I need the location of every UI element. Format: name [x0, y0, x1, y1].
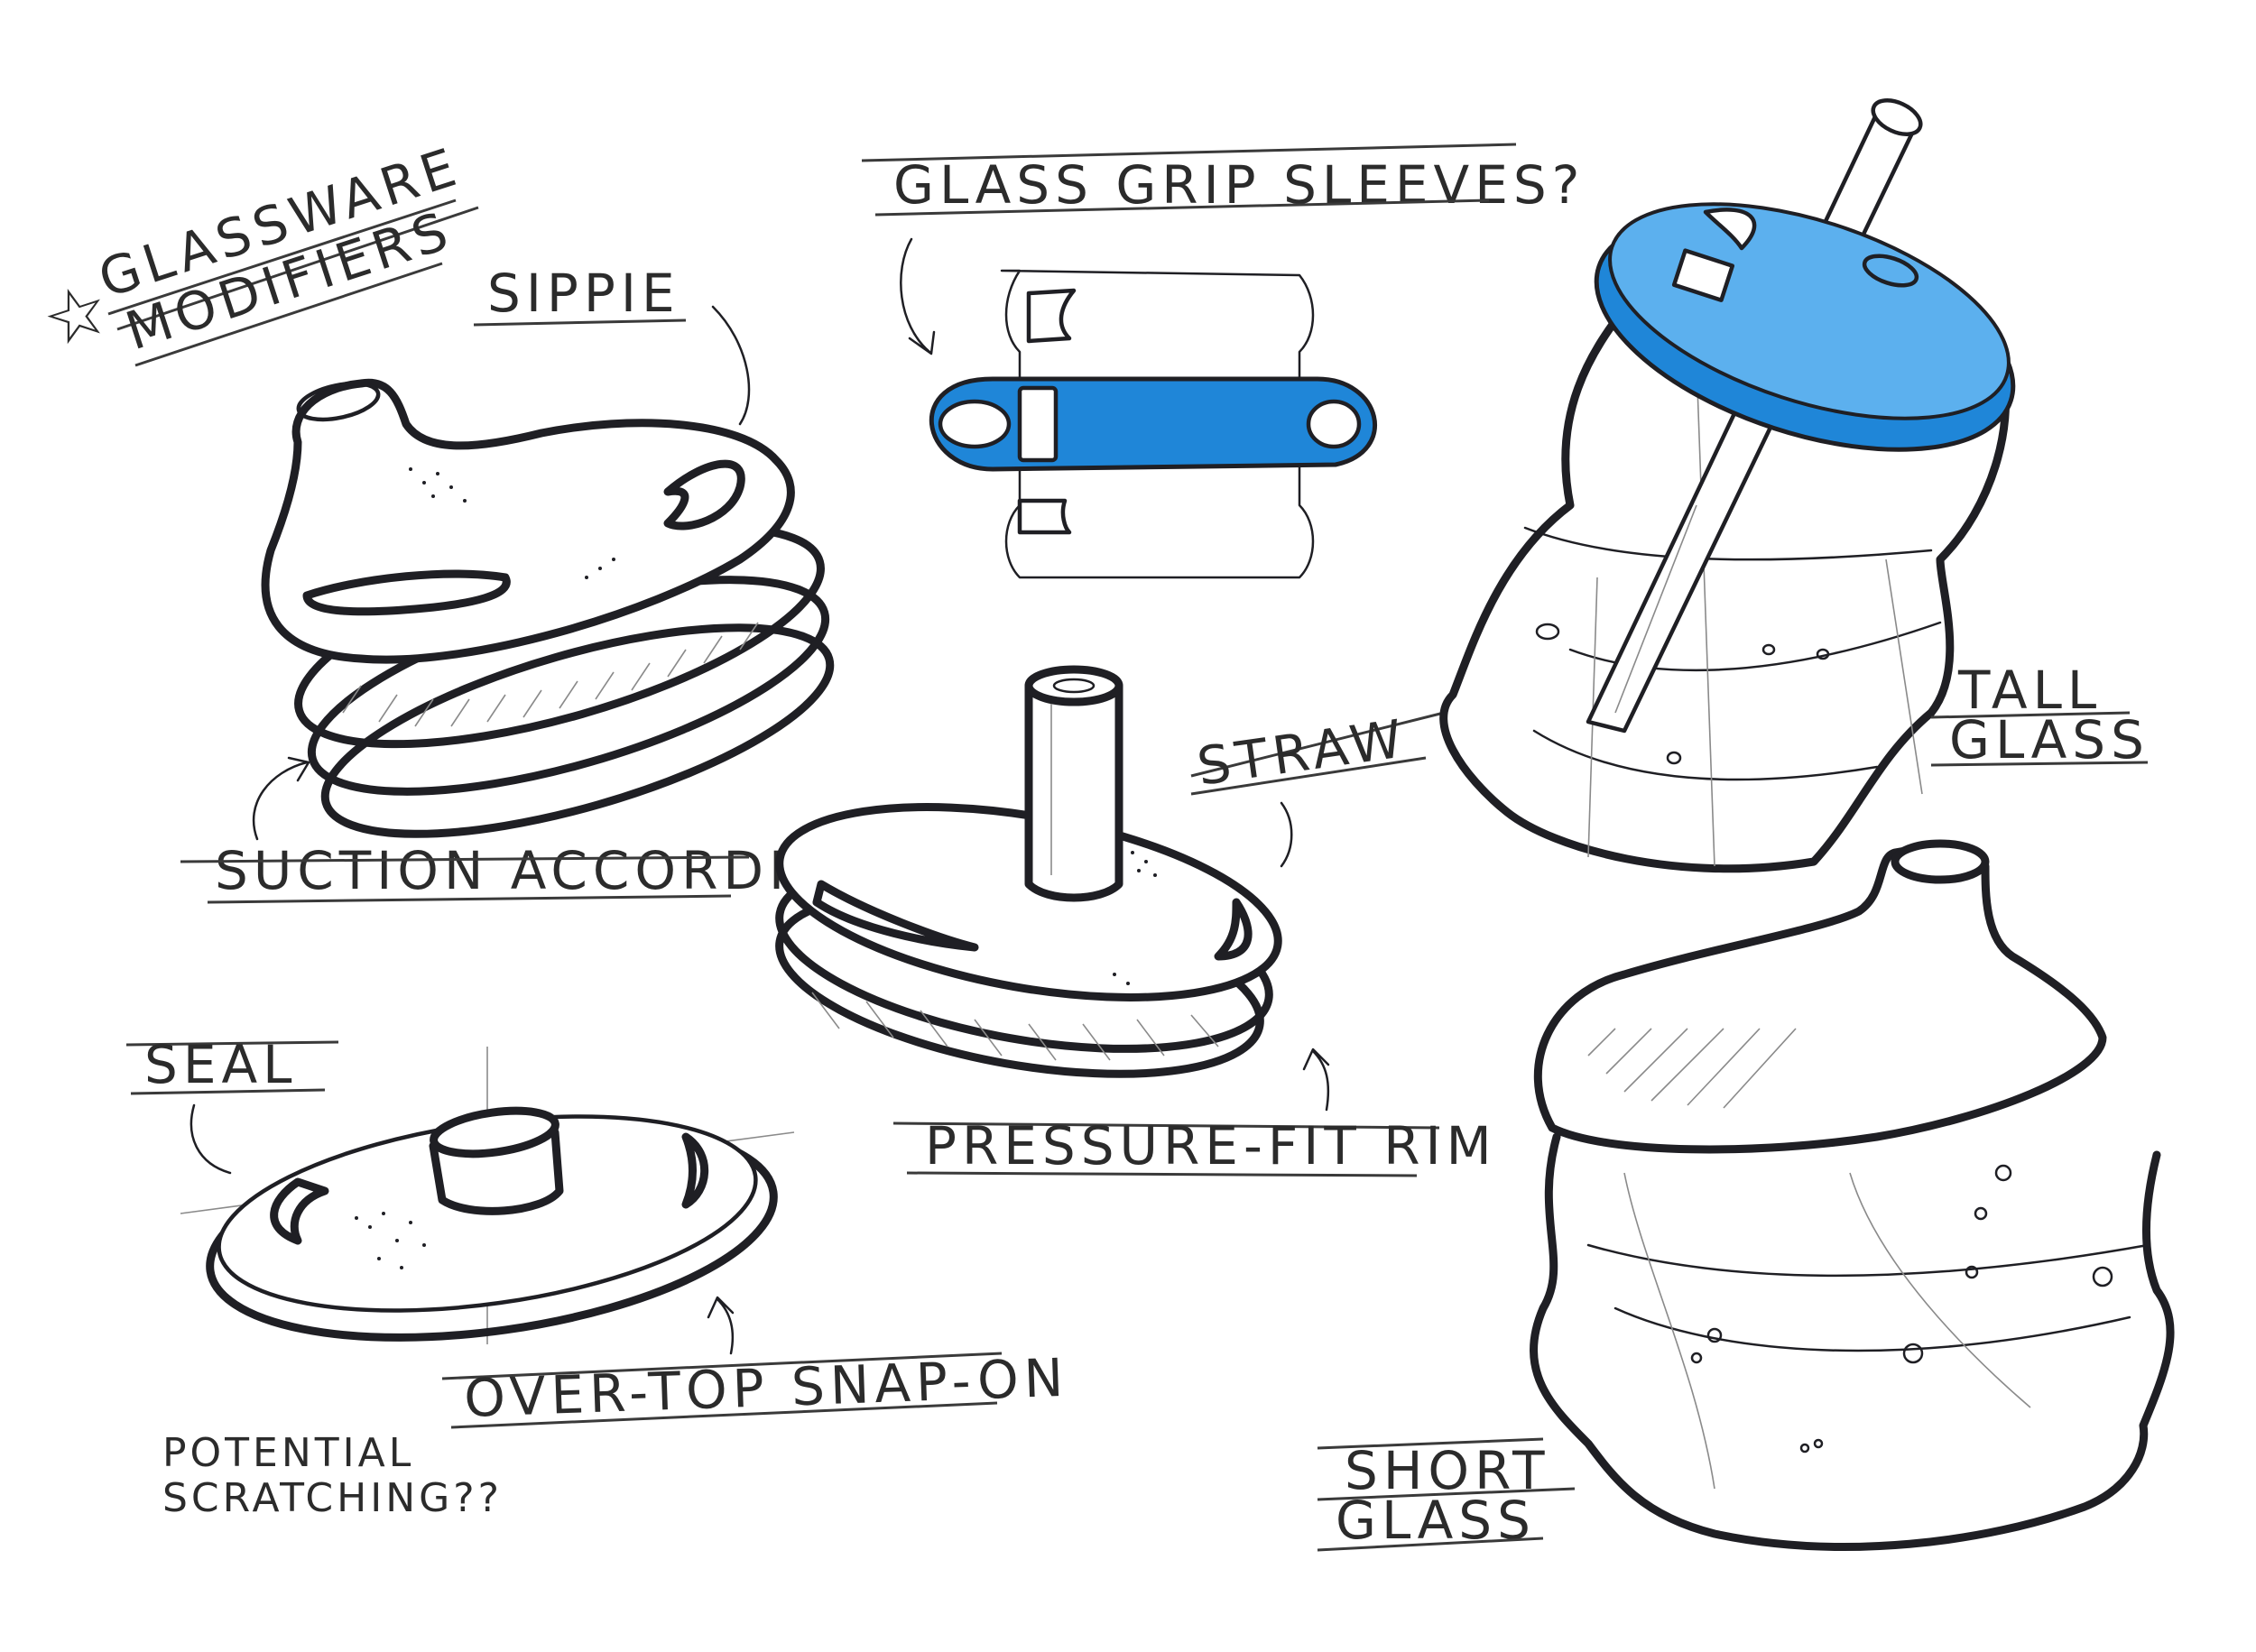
straw-lid-handle-right — [1214, 898, 1253, 961]
tall-glass-straw-top — [1871, 98, 1923, 136]
sippie-lid-sketch — [252, 305, 835, 841]
short-glass-body — [1530, 1132, 2175, 1551]
sippie-handle-right — [663, 459, 745, 531]
seal-arrow — [190, 1103, 232, 1175]
note-potential-scratching-1: POTENTIAL — [162, 1430, 414, 1476]
label-pressure-fit-rim: PRESSURE-FIT RIM — [892, 1115, 1497, 1177]
straw-arrow — [1280, 801, 1293, 868]
label-sippie-text: SIPPIE — [487, 263, 680, 324]
label-straw-text: STRAW — [1193, 707, 1410, 798]
label-tall-glass-2: GLASS — [1949, 709, 2150, 771]
sippie-arrow — [711, 305, 751, 426]
grip-sleeve-window — [1017, 385, 1059, 463]
label-over-top-snap-on-text: OVER-TOP SNAP-ON — [463, 1347, 1069, 1429]
seal-handle-right — [681, 1132, 709, 1209]
snap-on-arrow — [707, 1296, 735, 1355]
label-short-glass-2: GLASS — [1336, 1490, 1536, 1551]
tall-glass-lid-window — [1671, 248, 1735, 302]
suction-arrow — [252, 756, 310, 841]
glass-outline — [1000, 269, 1315, 579]
straw-tube-top — [1024, 665, 1123, 706]
note-potential-scratching-2: SCRATCHING?? — [162, 1475, 503, 1521]
seal-handle-left — [270, 1177, 329, 1245]
sheet-title: ☆ GLASSWARE MODIFIERS — [32, 135, 479, 367]
sippie-lid-body — [261, 378, 795, 664]
seal-lid-sketch — [180, 1047, 795, 1355]
label-suction-accordian: SUCTION ACCORDIAN — [180, 840, 875, 904]
title-underline-3 — [134, 262, 443, 367]
straw-tube — [1024, 681, 1123, 902]
sippie-stipple — [409, 467, 615, 579]
title-underline-2 — [116, 206, 479, 331]
accordion-ring-3 — [320, 623, 835, 838]
short-glass-lid — [1533, 844, 2107, 1154]
grip-sleeve-sketch — [900, 237, 1377, 579]
label-pressure-fit-rim-text: PRESSURE-FIT RIM — [925, 1115, 1497, 1177]
rim-arrow — [1302, 1047, 1330, 1112]
label-tall-glass: TALL GLASS — [1930, 660, 2150, 771]
label-tall-glass-1: TALL — [1957, 660, 2102, 721]
short-glass-spout-top — [1891, 839, 1990, 884]
tall-glass-sketch — [1439, 98, 2016, 873]
sleeve-arrow — [900, 237, 936, 355]
straw-lid-handle-left — [812, 880, 979, 952]
label-seal: SEAL — [125, 1034, 339, 1095]
label-sippie: SIPPIE — [473, 263, 687, 327]
straw-lid-sketch — [775, 665, 1330, 1112]
short-glass-sketch — [1530, 839, 2175, 1551]
grip-sleeve-hole-left — [938, 399, 1012, 449]
label-suction-accordian-text: SUCTION ACCORDIAN — [215, 840, 875, 901]
label-short-glass: SHORT GLASS — [1317, 1437, 1576, 1552]
title-underline-1 — [107, 198, 457, 316]
label-over-top-snap-on: OVER-TOP SNAP-ON — [441, 1347, 1069, 1429]
tall-glass-lid-handle — [1703, 208, 1757, 251]
tall-glass-lid-straw-hole — [1862, 254, 1919, 288]
sippie-handle-left — [302, 569, 511, 616]
label-straw: STRAW — [1190, 707, 1445, 798]
label-seal-text: SEAL — [144, 1034, 297, 1095]
sippie-spout-top — [296, 381, 381, 422]
note-potential-scratching: POTENTIAL SCRATCHING?? — [162, 1430, 503, 1521]
label-glass-grip-sleeves: GLASS GRIP SLEEVES? — [861, 143, 1579, 217]
seal-spout-top — [430, 1106, 559, 1158]
grip-sleeve-hole-right — [1306, 399, 1362, 449]
